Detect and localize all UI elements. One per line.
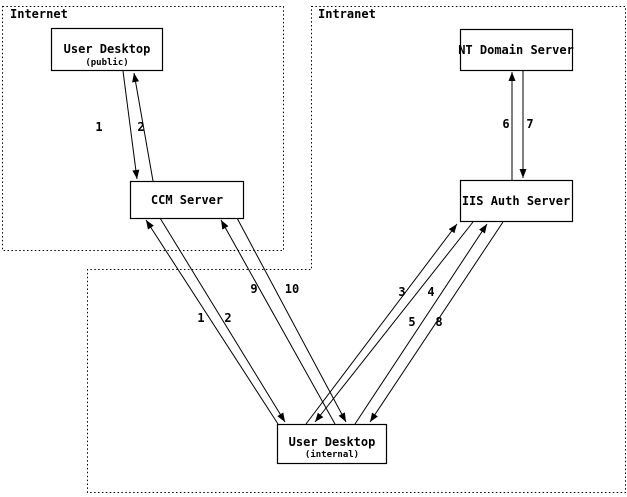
flow-4-iis-to-internal: 4 <box>314 221 474 423</box>
flow-6-iis-to-nt: 6 <box>502 72 516 180</box>
flow-label: 6 <box>502 117 509 131</box>
flow-label: 4 <box>427 285 434 299</box>
flow-label: 5 <box>408 315 415 329</box>
flow-1-public-to-ccm: 1 <box>95 70 140 180</box>
flow-label: 8 <box>435 315 442 329</box>
flow-label: 7 <box>526 117 533 131</box>
internet-zone-label: Internet <box>10 7 68 21</box>
flow-arrows: 1 2 1 2 9 10 3 4 <box>95 70 534 425</box>
node-box <box>276 423 388 465</box>
flow-8-iis-to-internal: 8 <box>369 221 504 423</box>
intranet-zone-label: Intranet <box>318 7 376 21</box>
node-box <box>50 27 164 72</box>
node-title: IIS Auth Server <box>462 194 570 208</box>
node-title: User Desktop <box>289 435 376 449</box>
node-subtitle: (internal) <box>305 449 359 460</box>
flow-2-ccm-to-public: 2 <box>132 72 154 182</box>
node-user-desktop-public: User Desktop (public) <box>50 27 164 72</box>
flow-label: 1 <box>197 311 204 325</box>
node-box <box>459 28 574 72</box>
flow-label: 2 <box>224 311 231 325</box>
node-user-desktop-internal: User Desktop (internal) <box>276 423 388 465</box>
zone-internet: Internet <box>2 6 284 251</box>
zone-intranet: Intranet <box>87 6 626 493</box>
flow-1-internal-to-ccm: 1 <box>145 219 279 425</box>
node-box <box>459 179 574 223</box>
internet-zone-border <box>2 6 284 251</box>
flow-3-internal-to-iis: 3 <box>305 223 458 425</box>
flow-label: 3 <box>398 285 405 299</box>
node-box <box>129 180 245 220</box>
node-title: User Desktop <box>64 42 151 56</box>
flow-9-internal-to-ccm: 9 <box>220 219 336 425</box>
node-nt-domain-server: NT Domain Server <box>458 28 574 72</box>
flow-label: 9 <box>250 282 257 296</box>
node-title: NT Domain Server <box>458 43 574 57</box>
flow-label: 10 <box>285 282 299 296</box>
intranet-zone-border <box>87 6 626 493</box>
node-iis-auth-server: IIS Auth Server <box>459 179 574 223</box>
flow-10-ccm-to-internal: 10 <box>236 217 347 423</box>
flow-label: 1 <box>95 120 102 134</box>
flow-7-nt-to-iis: 7 <box>519 70 534 178</box>
flow-5-internal-to-iis: 5 <box>354 223 488 425</box>
flow-label: 2 <box>137 120 144 134</box>
node-ccm-server: CCM Server <box>129 180 245 220</box>
node-subtitle: (public) <box>85 57 128 68</box>
flow-2-ccm-to-internal: 2 <box>159 217 286 423</box>
node-title: CCM Server <box>151 193 223 207</box>
